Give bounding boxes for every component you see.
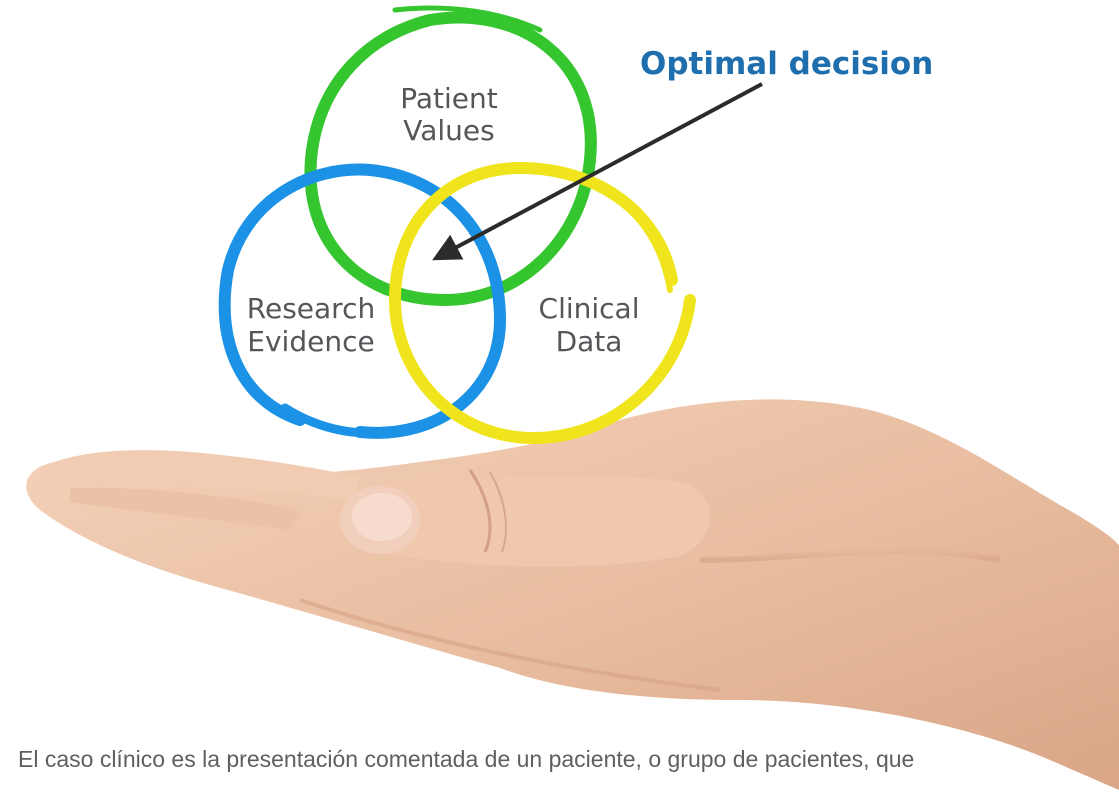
clinical-data-label-line1: Clinical bbox=[539, 292, 640, 325]
callout-label: Optimal decision bbox=[640, 46, 933, 82]
patient-values-circle bbox=[304, 5, 597, 307]
venn-circles bbox=[218, 5, 696, 445]
callout-arrow bbox=[432, 82, 763, 261]
caption-text: El caso clínico es la presentación comen… bbox=[18, 746, 915, 772]
clinical-data-label-line2: Data bbox=[556, 325, 623, 358]
research-evidence-circle bbox=[218, 163, 507, 439]
research-evidence-label-line1: Research bbox=[247, 292, 375, 325]
hand-image bbox=[26, 399, 1119, 790]
patient-values-label-line1: Patient bbox=[400, 82, 498, 115]
research-evidence-label-line2: Evidence bbox=[247, 325, 374, 358]
patient-values-label-line2: Values bbox=[403, 114, 494, 147]
